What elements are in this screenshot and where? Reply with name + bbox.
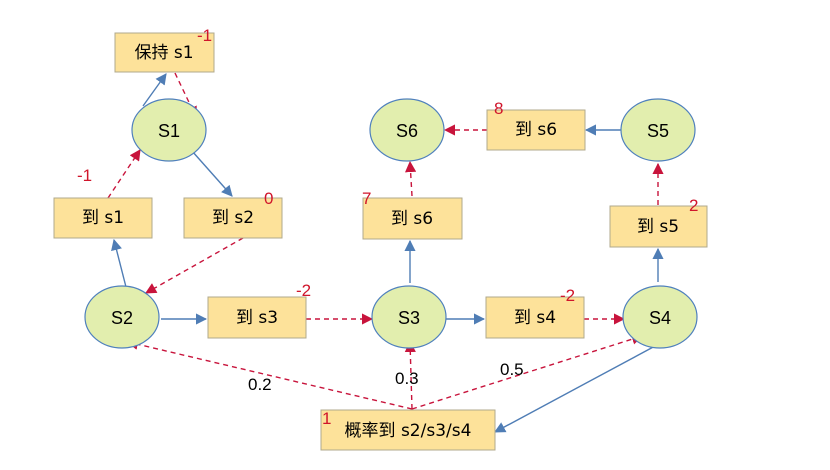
state-nodes [84, 98, 698, 349]
reward-to-s2: 0 [264, 189, 273, 208]
edge-to-s1-to-s1 [107, 149, 141, 199]
dashed-edges [107, 72, 664, 410]
action-box-to-s1 [53, 197, 153, 239]
state-node-s2 [84, 285, 160, 349]
reward-stay-s1: -1 [197, 26, 212, 45]
action-label-prob: 概率到 s2/s3/s4 [345, 421, 472, 441]
state-label-s3: S3 [398, 308, 420, 328]
action-box-stay-s1 [114, 32, 215, 73]
reward-to-s5: 2 [689, 196, 698, 215]
state-label-s5: S5 [647, 121, 669, 141]
state-label-s1: S1 [158, 121, 180, 141]
probability-to-s4: 0.5 [500, 360, 524, 379]
action-box-to-s2 [183, 197, 283, 239]
probability-to-s3: 0.3 [395, 369, 419, 388]
state-labels: S1 S2 S3 S4 S5 S6 [111, 121, 671, 328]
action-label-to-s2: 到 s2 [212, 208, 254, 228]
edge-prob-to-s2 [126, 338, 413, 410]
state-node-s5 [620, 98, 696, 162]
state-label-s2: S2 [111, 308, 133, 328]
state-label-s6: S6 [396, 121, 418, 141]
edge-s2-to-to-s1 [111, 238, 127, 288]
action-label-to-s1: 到 s1 [82, 208, 124, 228]
reward-to-s4: -2 [560, 286, 575, 305]
action-box-to-s3 [207, 296, 307, 339]
state-node-s6 [369, 98, 445, 162]
reward-to-s1: -1 [77, 166, 92, 185]
action-label-to-s4: 到 s4 [514, 308, 556, 328]
edge-to-s6-from-s3-to-s6 [405, 160, 417, 197]
action-box-to-s5 [609, 205, 708, 248]
action-box-to-s6-from-s3 [362, 197, 463, 240]
action-label-to-s6-from-s5: 到 s6 [515, 120, 557, 140]
state-label-s4: S4 [649, 308, 671, 328]
edge-s1-to-to-s2 [191, 150, 233, 197]
probability-labels: 0.2 0.3 0.5 [248, 360, 524, 394]
action-label-to-s6-from-s3: 到 s6 [391, 209, 433, 229]
state-node-s4 [622, 285, 698, 349]
reward-prob: 1 [322, 409, 331, 428]
reward-to-s6-from-s3: 7 [362, 189, 371, 208]
edge-to-s2-to-s2 [145, 237, 244, 294]
state-node-s1 [131, 98, 207, 162]
action-box-to-s6-from-s5 [486, 109, 586, 151]
action-label-to-s3: 到 s3 [236, 308, 278, 328]
state-node-s3 [371, 285, 447, 349]
action-label-stay-s1: 保持 s1 [134, 43, 193, 63]
edge-prob-to-s3 [404, 340, 416, 410]
action-box-to-s4 [485, 296, 585, 339]
action-boxes [53, 32, 708, 451]
reward-to-s3: -2 [296, 281, 311, 300]
probability-to-s2: 0.2 [248, 375, 272, 394]
reward-labels: -1 -1 0 -2 -2 7 2 8 1 [77, 26, 698, 428]
action-box-prob [320, 409, 496, 451]
edge-s4-to-prob [494, 344, 658, 433]
edge-prob-to-s4 [411, 333, 644, 410]
solid-edges [111, 73, 664, 433]
action-labels: 保持 s1 到 s1 到 s2 到 s3 到 s4 到 s6 到 s5 到 s6… [82, 43, 679, 441]
reward-to-s6-from-s5: 8 [494, 99, 503, 118]
edge-s1-to-stay-s1 [142, 73, 167, 107]
action-label-to-s5: 到 s5 [637, 217, 679, 237]
